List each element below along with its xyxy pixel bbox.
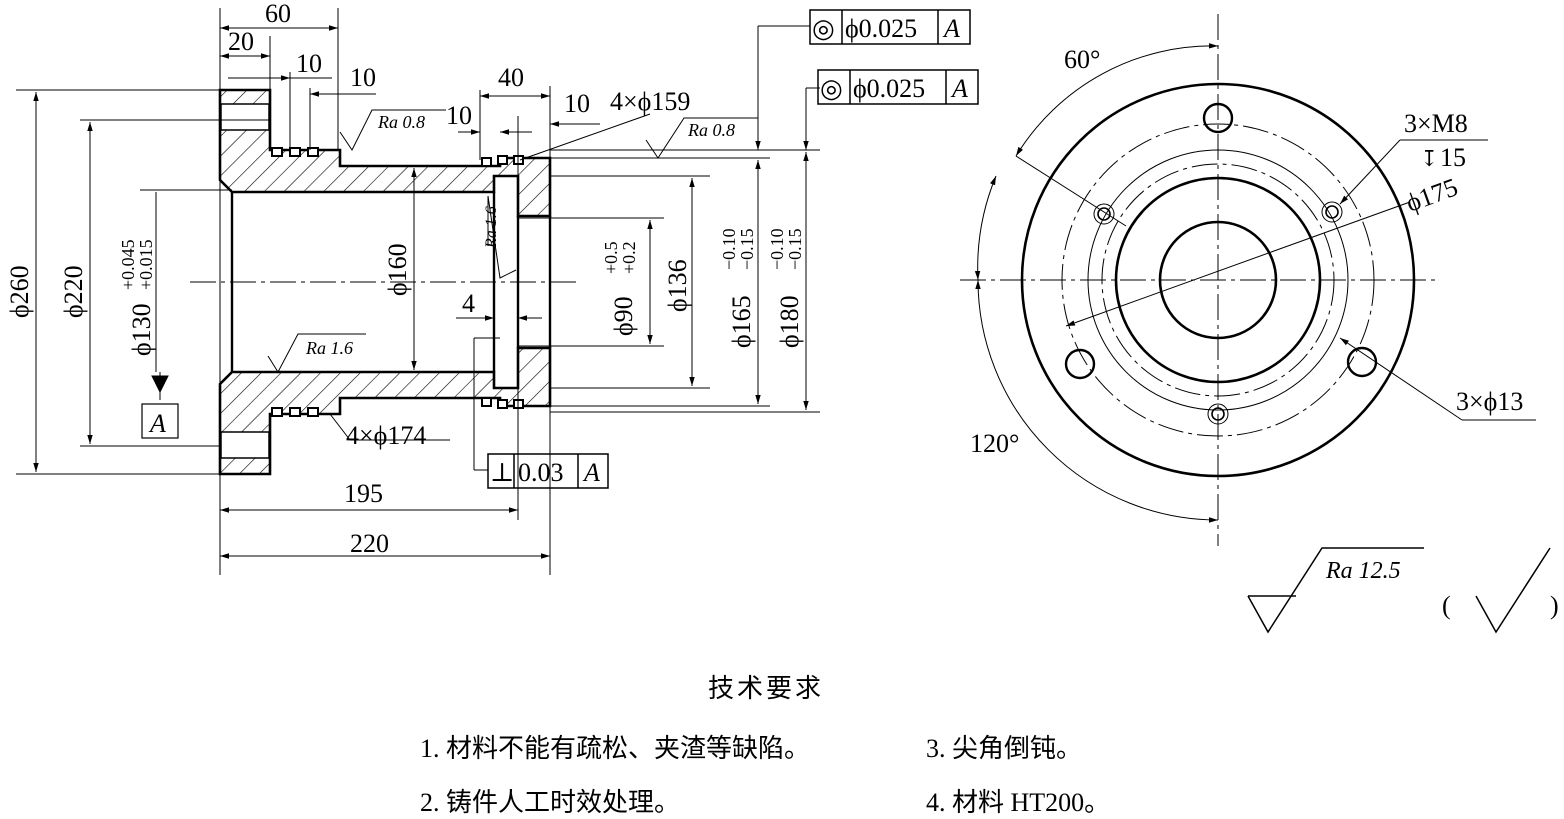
dim-10c: 10: [446, 101, 472, 130]
dim-phi180-upper: −0.10: [767, 228, 787, 270]
general-ra: Ra 12.5: [1325, 558, 1401, 584]
roughness-check-icon: [1475, 547, 1551, 634]
dim-10d: 10: [564, 89, 590, 118]
depth-icon: ↧: [1420, 146, 1438, 171]
dim-phi90: ϕ90: [609, 296, 638, 336]
dim-phi165-lower: −0.15: [737, 228, 757, 270]
ra-top-left: Ra 0.8: [377, 112, 425, 132]
dim-10b: 10: [350, 63, 376, 92]
pcd-label: ϕ175: [1402, 172, 1461, 217]
coax2-tolerance: ϕ0.025: [853, 74, 925, 103]
dim-phi160: ϕ160: [383, 243, 412, 296]
coax1-datum: A: [942, 14, 960, 43]
angle-arc-120: [975, 279, 1219, 523]
dim-40: 40: [498, 63, 524, 92]
grooves-174: 4×ϕ174: [346, 421, 426, 450]
dim-phi180: ϕ180: [775, 295, 804, 348]
angle-120: 120°: [970, 429, 1019, 458]
dim-phi90-upper: +0.5: [601, 241, 621, 274]
dim-20: 20: [228, 27, 254, 56]
dim-phi165-upper: −0.10: [719, 228, 739, 270]
tech-req-item-1: 1. 材料不能有疏松、夹渣等缺陷。: [420, 734, 811, 763]
coaxiality-icon: ◎: [812, 14, 835, 43]
general-roughness: Ra 12.5 ( ): [1247, 547, 1559, 634]
dim-60: 60: [265, 0, 291, 28]
dim-4: 4: [462, 289, 475, 318]
dim-phi130-upper: +0.045: [118, 239, 138, 290]
coax2-datum: A: [950, 74, 968, 103]
flange-hole-upper: [220, 103, 270, 131]
tech-req-item-3: 3. 尖角倒钝。: [926, 734, 1083, 763]
datum-a: [141, 372, 179, 439]
end-view-text: 60° 120° 3×M8 ↧ 15 ϕ175 3×ϕ13: [970, 45, 1523, 458]
dim-phi130-lower: +0.015: [136, 239, 156, 290]
perp-datum: A: [582, 458, 600, 487]
thread-depth: 15: [1440, 143, 1466, 172]
paren-close: ): [1550, 591, 1559, 620]
perp-tolerance: 0.03: [518, 458, 564, 487]
thread-note: 3×M8: [1404, 109, 1468, 138]
ra-bore: Ra 1.6: [305, 338, 353, 358]
dim-phi165: ϕ165: [727, 295, 756, 348]
paren-open: (: [1442, 591, 1451, 620]
ra-face: Ra 1.6: [483, 206, 500, 249]
extension-lines: [16, 8, 820, 575]
roughness-text: Ra 0.8 Ra 0.8 Ra 1.6 Ra 1.6: [305, 112, 735, 358]
section-dims-text: 60 20 10 10 40 10 10 4 195 220 4×ϕ159 4×…: [5, 0, 805, 558]
dim-phi260: ϕ260: [5, 265, 34, 318]
leader-lines: [329, 25, 820, 471]
dim-phi130: ϕ130: [127, 303, 156, 356]
grooves-159: 4×ϕ159: [610, 87, 690, 116]
holes-label: 3×ϕ13: [1456, 387, 1523, 416]
tech-req-item-4: 4. 材料 HT200。: [926, 788, 1111, 817]
perpendicularity-icon: ⊥: [490, 458, 514, 487]
ra-top-right: Ra 0.8: [687, 120, 735, 140]
gdt-frame-perpendicularity: ⊥ 0.03 A: [487, 453, 609, 489]
dim-195: 195: [344, 479, 383, 508]
coaxiality-icon-2: ◎: [820, 74, 843, 103]
section-hatch-upper: [218, 88, 552, 218]
dim-phi136: ϕ136: [663, 259, 692, 312]
dim-phi180-lower: −0.15: [785, 228, 805, 270]
end-view: [960, 14, 1536, 546]
dimension-lines: [33, 25, 809, 559]
datum-a-label: A: [148, 409, 166, 438]
section-view: [16, 8, 820, 575]
dim-phi220: ϕ220: [59, 265, 88, 318]
tech-req-item-2: 2. 铸件人工时效处理。: [420, 788, 681, 817]
dim-220: 220: [350, 529, 389, 558]
section-hatch-lower: [218, 346, 552, 476]
tech-req-title: 技术要求: [708, 674, 825, 703]
gdt-frame-coax1: ◎ ϕ0.025 A: [809, 9, 971, 45]
flange-hole-lower: [220, 431, 270, 459]
roughness-symbols: [267, 109, 758, 374]
angle-60: 60°: [1064, 45, 1100, 74]
angle-arc-60: [1015, 43, 1219, 157]
dim-10a: 10: [296, 49, 322, 78]
gdt-frame-coax2: ◎ ϕ0.025 A: [817, 69, 979, 105]
dim-10-arrows: [155, 75, 600, 372]
dim-phi90-lower: +0.2: [619, 241, 639, 274]
coax1-tolerance: ϕ0.025: [845, 14, 917, 43]
